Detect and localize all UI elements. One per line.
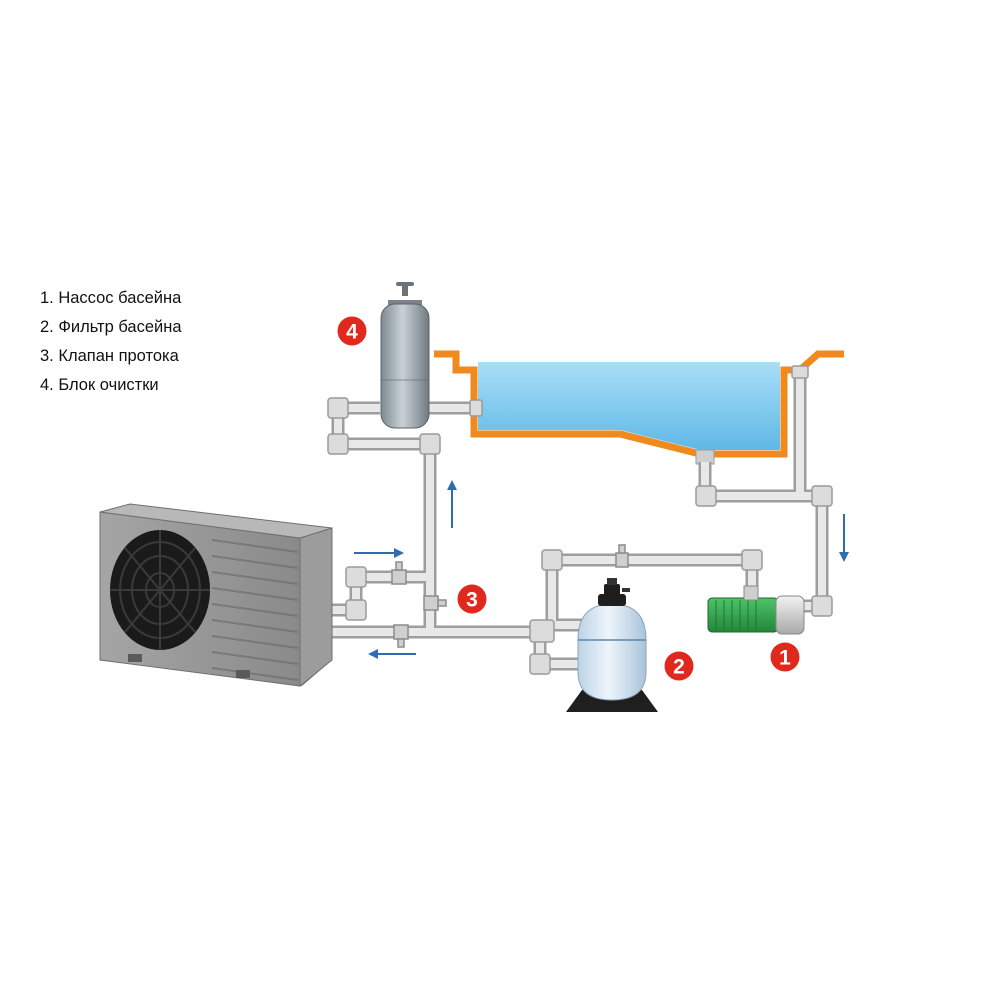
arrow-down-icon bbox=[839, 514, 849, 562]
valve-bypass bbox=[423, 595, 439, 611]
pool-pump bbox=[707, 585, 805, 635]
badge-cleaner: 4 bbox=[337, 316, 367, 346]
legend-item-pool-filter: 2. Фильтр басейна bbox=[40, 318, 182, 336]
arrow-right-icon bbox=[354, 548, 404, 558]
cleaning-unit bbox=[380, 282, 430, 429]
badge-valve: 3 bbox=[457, 584, 487, 614]
legend: 1. Нассос басейна 2. Фильтр басейна 3. К… bbox=[40, 284, 182, 400]
badge-filter: 2 bbox=[664, 651, 694, 681]
heat-pump bbox=[99, 503, 333, 688]
flow-arrows bbox=[354, 480, 849, 659]
badge-pump: 1 bbox=[770, 642, 800, 672]
legend-item-pool-pump: 1. Нассос басейна bbox=[40, 289, 182, 307]
legend-item-cleaning-unit: 4. Блок очистки bbox=[40, 376, 159, 394]
svg-text:3: 3 bbox=[466, 589, 478, 612]
valve-upper bbox=[391, 569, 407, 585]
valve-top-run bbox=[615, 552, 629, 568]
svg-text:4: 4 bbox=[346, 321, 358, 344]
pipe-fittings bbox=[327, 365, 833, 675]
pipe-heatpump-upper bbox=[318, 570, 428, 617]
pool-drain-fitting bbox=[695, 449, 715, 465]
svg-text:1: 1 bbox=[779, 647, 791, 670]
pool-filter bbox=[566, 578, 658, 712]
arrow-left-icon bbox=[368, 649, 416, 659]
pool bbox=[434, 350, 844, 465]
arrow-up-icon bbox=[447, 480, 457, 528]
pipe-valves bbox=[391, 544, 629, 648]
valve-main-return bbox=[393, 624, 409, 640]
pool-water bbox=[478, 362, 780, 450]
legend-item-flow-valve: 3. Клапан протока bbox=[40, 347, 179, 365]
svg-text:2: 2 bbox=[673, 656, 685, 679]
